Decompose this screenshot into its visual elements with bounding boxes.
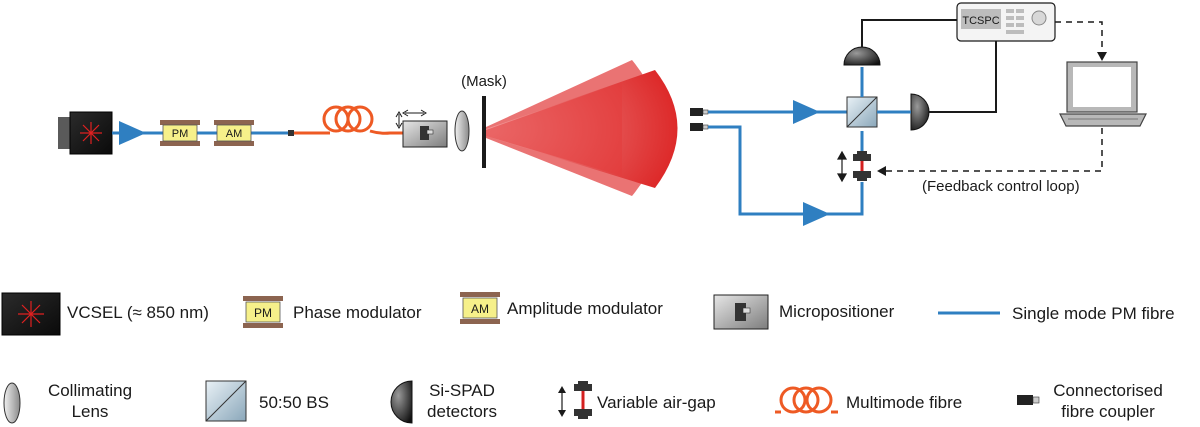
phase-modulator: PM	[160, 120, 200, 146]
legend-lens-label-1: Collimating	[48, 381, 132, 400]
legend-vcsel-label: VCSEL (≈ 850 nm)	[67, 303, 209, 322]
micropositioner-axis-arrows	[395, 109, 427, 129]
tcspc-unit	[956, 2, 1056, 42]
legend-micropositioner	[713, 294, 769, 330]
variable-air-gap	[853, 131, 871, 181]
legend-phase-modulator-label: Phase modulator	[293, 303, 422, 322]
micropositioner	[402, 120, 448, 148]
feedback-arrowhead-laptop	[1097, 52, 1107, 61]
legend: VCSEL (≈ 850 nm) PM Phase modulator AM A…	[1, 292, 1175, 424]
legend-coupler-label-2: fibre coupler	[1061, 402, 1155, 421]
multimode-fibre	[294, 105, 403, 135]
beam-splitter	[846, 96, 878, 128]
amplitude-modulator: AM	[214, 120, 254, 146]
laptop-icon	[1059, 61, 1147, 127]
legend-vcsel	[1, 292, 61, 336]
sm-fibre-paths-interferometer	[708, 110, 864, 216]
legend-air-gap-icon	[558, 381, 592, 419]
legend-amplitude-modulator: AM	[460, 292, 500, 324]
air-gap-adjust-arrow	[836, 150, 848, 183]
legend-pm-tag: PM	[254, 306, 272, 320]
collimating-lens	[454, 110, 470, 152]
pm-tag: PM	[172, 128, 189, 140]
legend-multimode-fibre-icon	[775, 386, 838, 414]
legend-micropositioner-label: Micropositioner	[779, 302, 895, 321]
feedback-control-lines	[884, 21, 1103, 172]
fibre-coupler-bottom	[690, 123, 709, 131]
legend-amplitude-modulator-label: Amplitude modulator	[507, 299, 663, 318]
legend-air-gap-label: Variable air-gap	[597, 393, 716, 412]
legend-beam-splitter-icon	[205, 380, 247, 422]
legend-am-tag: AM	[471, 302, 489, 316]
diverging-beam	[486, 60, 678, 196]
legend-coupler-label-1: Connectorised	[1053, 381, 1163, 400]
fibre-connector	[288, 130, 294, 136]
vcsel-source	[58, 111, 113, 155]
legend-spad-icon	[390, 380, 413, 424]
fibre-coupler-top	[690, 108, 709, 116]
legend-spad-label-2: detectors	[427, 402, 497, 421]
legend-spad-label-1: Si-SPAD	[429, 381, 495, 400]
legend-phase-modulator: PM	[243, 296, 283, 328]
feedback-arrowhead-airgap	[877, 166, 886, 176]
legend-beam-splitter-label: 50:50 BS	[259, 393, 329, 412]
detector-cables	[861, 19, 997, 113]
am-tag: AM	[226, 128, 243, 140]
mask-label: (Mask)	[461, 73, 507, 90]
feedback-loop-label: (Feedback control loop)	[922, 178, 1080, 195]
spad-detector-right	[910, 93, 930, 131]
legend-multimode-fibre-label: Multimode fibre	[846, 393, 962, 412]
legend-fibre-coupler-icon	[1017, 395, 1040, 405]
legend-lens-label-2: Lens	[72, 402, 109, 421]
legend-lens-icon	[3, 382, 21, 424]
spad-detector-top	[843, 46, 881, 66]
tcspc-label: TCSPC	[962, 15, 999, 27]
legend-sm-fibre-label: Single mode PM fibre	[1012, 304, 1175, 323]
